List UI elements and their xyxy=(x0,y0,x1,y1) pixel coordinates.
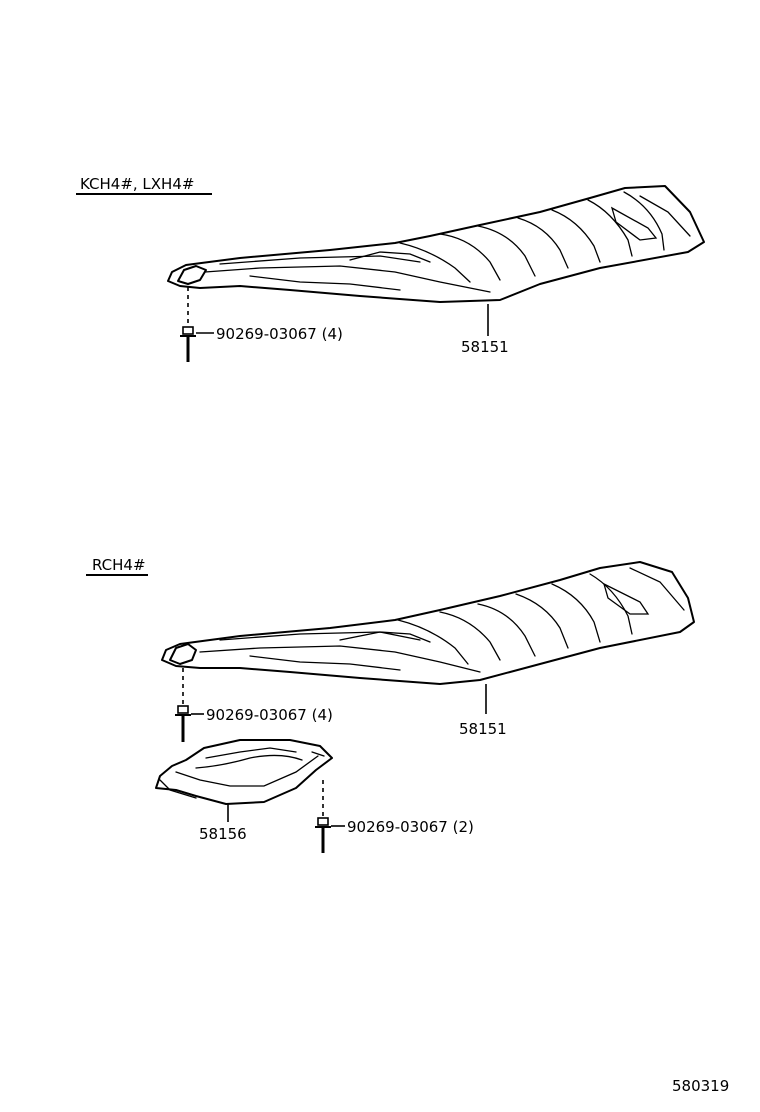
bolt-90269-03067[interactable] xyxy=(175,668,204,742)
group-kch4-lxh4: KCH4#, LXH4# 90269- xyxy=(76,175,705,362)
sub-shield-part-number: 58156 xyxy=(199,825,247,843)
shield-part-number: 58151 xyxy=(461,338,509,356)
heat-insulator-58151[interactable] xyxy=(161,561,695,685)
bolt-part-number: 90269-03067 (4) xyxy=(206,706,333,724)
bolt-part-number: 90269-03067 (4) xyxy=(216,325,343,343)
bolt-90269-03067[interactable] xyxy=(180,287,214,362)
group-label-rch4: RCH4# xyxy=(92,556,146,574)
heat-insulator-58151[interactable] xyxy=(167,185,705,303)
figure-id: 580319 xyxy=(672,1077,729,1095)
group-label-kch4-lxh4: KCH4#, LXH4# xyxy=(80,175,194,193)
sub-bolt-part-number: 90269-03067 (2) xyxy=(347,818,474,836)
bolt-90269-03067[interactable] xyxy=(315,780,345,853)
group-rch4: RCH4# 90269-03067 (4) xyxy=(86,556,695,853)
shield-part-number: 58151 xyxy=(459,720,507,738)
sub-insulator-58156[interactable] xyxy=(155,739,333,805)
